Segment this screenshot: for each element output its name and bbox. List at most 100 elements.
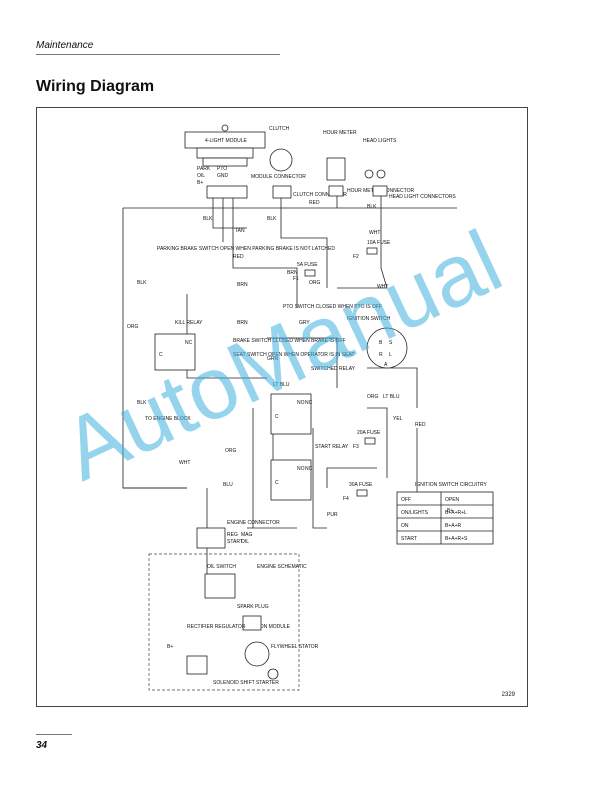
svg-text:ORG: ORG <box>309 280 321 286</box>
module-connector-pin-park: PARK <box>197 166 211 172</box>
hour-meter-label: HOUR METER <box>323 130 357 136</box>
svg-text:B+A+R+S: B+A+R+S <box>445 536 468 542</box>
svg-text:30A FUSE: 30A FUSE <box>349 482 373 488</box>
svg-text:SPARK PLUG: SPARK PLUG <box>237 604 269 610</box>
bplus-node: B+ <box>447 508 453 514</box>
svg-text:BRN: BRN <box>237 320 248 326</box>
svg-text:BLK: BLK <box>203 216 213 222</box>
svg-text:NC: NC <box>305 466 313 472</box>
svg-text:LT BLU: LT BLU <box>273 382 290 388</box>
svg-text:A: A <box>384 362 388 368</box>
svg-text:F1: F1 <box>293 276 299 282</box>
svg-text:OPEN: OPEN <box>445 497 460 503</box>
svg-text:BLU: BLU <box>223 482 233 488</box>
svg-text:L: L <box>389 352 392 358</box>
svg-text:FLYWHEEL STATOR: FLYWHEEL STATOR <box>271 644 319 650</box>
svg-text:PUR: PUR <box>327 512 338 518</box>
clutch: CLUTCH CLUTCH CONNECTOR <box>269 126 347 199</box>
svg-text:R: R <box>379 352 383 358</box>
svg-text:REG: REG <box>227 532 238 538</box>
parking-brake-switch: PARKING BRAKE SWITCH OPEN WHEN PARKING B… <box>157 246 335 252</box>
kill-relay: KILL RELAY NC C <box>154 320 203 371</box>
svg-text:TAN: TAN <box>235 228 245 234</box>
svg-text:20A FUSE: 20A FUSE <box>357 430 381 436</box>
svg-text:BLK: BLK <box>367 204 377 210</box>
brake-switch: BRAKE SWITCH CLOSED WHEN BRAKE IS OFF <box>233 338 346 344</box>
engine-schematic: ENGINE SCHEMATIC OIL SWITCH SPARK PLUG I… <box>148 553 319 691</box>
svg-text:BLK: BLK <box>137 280 147 286</box>
module-connector-pin-gnd: GND <box>217 173 229 179</box>
wire-labels: RED BLK TAN BLK RED BRN BRN BLK ORG BRN … <box>127 200 426 518</box>
svg-text:RED: RED <box>233 254 244 260</box>
svg-text:TO ENGINE BLOCK: TO ENGINE BLOCK <box>145 416 191 422</box>
svg-text:S: S <box>389 340 393 346</box>
svg-text:BRAKE SWITCH CLOSED WHEN BRAKE: BRAKE SWITCH CLOSED WHEN BRAKE IS OFF <box>233 338 346 344</box>
svg-text:ENGINE CONNECTOR: ENGINE CONNECTOR <box>227 520 280 526</box>
start-relay: START RELAY NO NC C <box>270 444 349 501</box>
svg-text:ENGINE SCHEMATIC: ENGINE SCHEMATIC <box>257 564 307 570</box>
footer-rule <box>36 734 72 735</box>
svg-text:NC: NC <box>305 400 313 406</box>
svg-text:MAG: MAG <box>241 532 253 538</box>
svg-text:START: START <box>227 539 243 545</box>
head-lights: HEAD LIGHTS HEAD LIGHT CONNECTORS <box>363 138 456 200</box>
svg-text:C: C <box>159 352 163 358</box>
head-light-connectors-label: HEAD LIGHT CONNECTORS <box>389 194 456 200</box>
svg-text:SEAT SWITCH OPEN WHEN OPERATOR: SEAT SWITCH OPEN WHEN OPERATOR IS IN SEA… <box>233 352 355 358</box>
engine-connector: REG START MAG OIL ENGINE CONNECTOR <box>196 520 280 549</box>
figure-number: 2329 <box>501 692 515 698</box>
wiring-diagram-svg: 4-LIGHT MODULE PARK OIL B+ PTO GND MODUL… <box>122 124 494 691</box>
svg-text:SOLENOID SHIFT STARTER: SOLENOID SHIFT STARTER <box>213 680 279 686</box>
fuse-20a: 20A FUSE F3 <box>353 430 381 450</box>
svg-text:IGNITION SWITCH CIRCUITRY: IGNITION SWITCH CIRCUITRY <box>415 482 488 488</box>
fuse-10a: 10A FUSE F2 <box>353 240 391 260</box>
section-header: Maintenance <box>36 40 94 51</box>
svg-text:F2: F2 <box>353 254 359 260</box>
svg-text:ORG: ORG <box>367 394 379 400</box>
svg-text:START RELAY: START RELAY <box>315 444 349 450</box>
svg-text:ON: ON <box>401 523 409 529</box>
svg-text:F3: F3 <box>353 444 359 450</box>
svg-text:ORG: ORG <box>127 324 139 330</box>
svg-text:5A FUSE: 5A FUSE <box>297 262 318 268</box>
svg-text:ON/LIGHTS: ON/LIGHTS <box>401 510 429 516</box>
svg-text:PARKING BRAKE SWITCH OPEN WHEN: PARKING BRAKE SWITCH OPEN WHEN PARKING B… <box>157 246 335 252</box>
svg-text:BRN: BRN <box>237 282 248 288</box>
svg-text:WHT: WHT <box>377 284 388 290</box>
svg-text:KILL RELAY: KILL RELAY <box>175 320 203 326</box>
module-connector-label: MODULE CONNECTOR <box>251 174 306 180</box>
svg-text:NC: NC <box>185 340 193 346</box>
svg-text:IGNITION SWITCH: IGNITION SWITCH <box>347 316 391 322</box>
svg-text:LT BLU: LT BLU <box>383 394 400 400</box>
clutch-label: CLUTCH <box>269 126 290 132</box>
svg-text:IGNITION MODULE: IGNITION MODULE <box>245 624 291 630</box>
svg-text:WHT: WHT <box>179 460 190 466</box>
ignition-circuitry-table: IGNITION SWITCH CIRCUITRY OFF OPEN ON/LI… <box>396 482 494 545</box>
svg-text:B+A+R: B+A+R <box>445 523 462 529</box>
pto-switch: PTO SWITCH CLOSED WHEN PTO IS OFF <box>283 304 382 310</box>
svg-text:B+: B+ <box>167 644 173 650</box>
svg-text:RED: RED <box>415 422 426 428</box>
module-connector: PARK OIL B+ PTO GND MODULE CONNECTOR <box>197 166 306 199</box>
fuse-5a: 5A FUSE F1 <box>293 262 318 282</box>
fuse-30a: 30A FUSE F4 <box>343 482 373 502</box>
page-number: 34 <box>36 740 48 751</box>
svg-text:OIL SWITCH: OIL SWITCH <box>207 564 236 570</box>
svg-text:BLK: BLK <box>137 400 147 406</box>
head-lights-label: HEAD LIGHTS <box>363 138 397 144</box>
module-connector-pin-bplus: B+ <box>197 180 203 186</box>
clutch-connector-label: CLUTCH CONNECTOR <box>293 192 347 198</box>
svg-text:B+A+R+L: B+A+R+L <box>445 510 467 516</box>
svg-text:GRN: GRN <box>267 356 279 362</box>
svg-text:GRY: GRY <box>299 320 310 326</box>
svg-text:PTO SWITCH CLOSED WHEN PTO IS: PTO SWITCH CLOSED WHEN PTO IS OFF <box>283 304 382 310</box>
svg-text:C: C <box>275 480 279 486</box>
svg-text:OIL: OIL <box>241 539 249 545</box>
svg-text:START: START <box>401 536 417 542</box>
module-connector-pin-oil: OIL <box>197 173 205 179</box>
svg-text:YEL: YEL <box>393 416 403 422</box>
svg-text:RED: RED <box>309 200 320 206</box>
svg-text:SWITCHED RELAY: SWITCHED RELAY <box>311 366 356 372</box>
page-title: Wiring Diagram <box>36 78 155 95</box>
svg-text:F4: F4 <box>343 496 349 502</box>
